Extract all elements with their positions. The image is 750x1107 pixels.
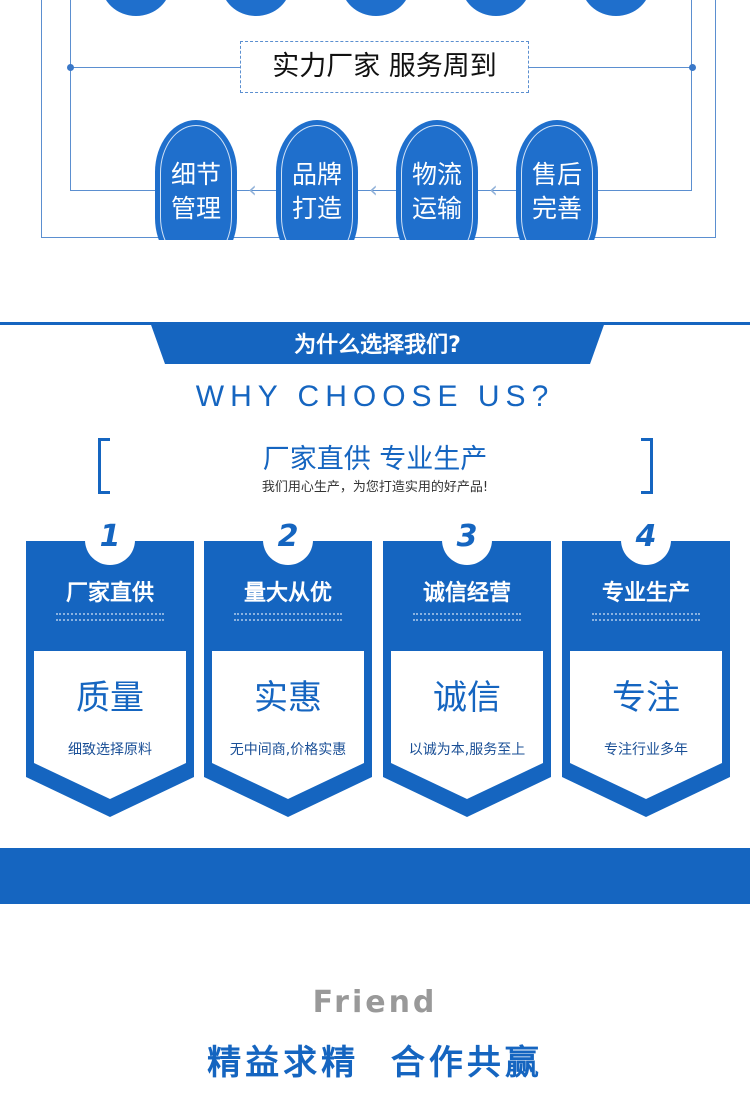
blue-band xyxy=(0,848,750,904)
footer-english: Friend xyxy=(312,985,438,1020)
bracket-right xyxy=(641,438,653,494)
frame xyxy=(41,0,716,238)
why-english: WHY CHOOSE US? xyxy=(195,380,555,413)
why-title: 为什么选择我们? xyxy=(294,333,461,358)
step-oval: 细节管理 xyxy=(155,120,237,240)
bracket-left xyxy=(98,438,110,494)
slogan-box: 实力厂家 服务周到 xyxy=(240,41,529,93)
subline: 我们用心生产，为您打造实用的好产品! xyxy=(261,480,489,495)
headline: 厂家直供 专业生产 xyxy=(262,444,488,475)
arrow-left-icon: ‹ xyxy=(248,178,257,203)
step-oval: 物流运输 xyxy=(396,120,478,240)
inner-frame xyxy=(70,0,692,191)
process-diagram: 实力厂家 服务周到 细节管理 品牌打造 物流运输 售后完善 ‹ ‹ ‹ xyxy=(0,0,750,240)
arrow-left-icon: ‹ xyxy=(489,178,498,203)
step-oval: 品牌打造 xyxy=(276,120,358,240)
step-oval: 售后完善 xyxy=(516,120,598,240)
arrow-left-icon: ‹ xyxy=(369,178,378,203)
footer-slogan: 精益求精 合作共赢 xyxy=(207,1043,543,1083)
